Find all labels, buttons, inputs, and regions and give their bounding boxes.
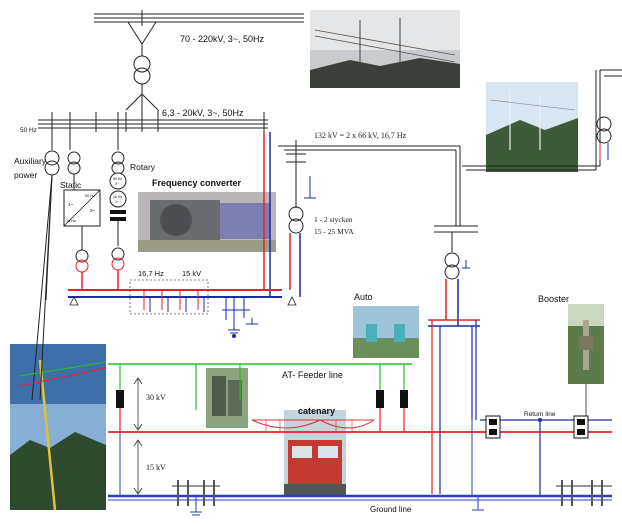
- ground-line-label: Ground line: [370, 505, 412, 514]
- static-box-text-c: 50 Hz: [85, 194, 95, 198]
- return-line-label: Return line: [524, 411, 556, 418]
- rotary-bot-text-b: 1~: [115, 200, 119, 204]
- photo-132kv-line: [486, 82, 578, 172]
- rotary-motor-circle: [109, 172, 127, 190]
- static-converter-branch: [63, 132, 101, 273]
- frequency-converter-label: Frequency converter: [152, 178, 242, 188]
- bus-16-7hz: [68, 279, 297, 315]
- at-feeder-line-label: AT- Feeder line: [282, 370, 343, 380]
- transformer-rating-label: 15 - 25 MVA: [314, 227, 354, 236]
- return-line: [480, 384, 612, 496]
- photo-at-substation: [206, 368, 248, 428]
- rotary-top-text-a: 50 Hz: [113, 177, 122, 181]
- static-box-text-a: 1~: [68, 202, 74, 207]
- auxiliary-label-line1: Auxiliary: [14, 156, 47, 166]
- line-132kv-label: 132 kV = 2 x 66 kV, 16,7 Hz: [314, 131, 407, 140]
- rail-sleepers: [172, 480, 612, 506]
- rotary-label: Rotary: [130, 162, 156, 172]
- hv-grid-label: 70 - 220kV, 3~, 50Hz: [180, 34, 264, 44]
- bus-16-7hz-label: 16,7 Hz: [138, 269, 164, 278]
- at-substation-transformer: [428, 225, 480, 494]
- freq-50hz-label: 50 Hz: [20, 127, 37, 134]
- auxiliary-power-branch: [31, 132, 60, 401]
- line-132kv: [278, 70, 601, 297]
- mv-grid-label: 6,3 - 20kV, 3~, 50Hz: [162, 108, 244, 118]
- photo-booster: [568, 304, 604, 384]
- voltage-30kv-label: 30 kV: [146, 393, 166, 402]
- photo-overhead-mast: [10, 344, 106, 511]
- static-label: Static: [60, 180, 82, 190]
- photo-frequency-converter: [138, 192, 276, 252]
- photo-auto-transformer: [353, 306, 419, 358]
- auxiliary-label-line2: power: [14, 170, 37, 180]
- voltage-arrows: [133, 377, 143, 495]
- catenary-label: catenary: [298, 406, 335, 416]
- photo-train: [284, 410, 346, 495]
- rotary-bot-text-a: 16 Hz: [113, 195, 122, 199]
- rotary-top-text-b: 3~: [115, 182, 119, 186]
- rotary-generator-circle: [109, 190, 127, 208]
- mv-busbar: [38, 110, 268, 132]
- booster-label: Booster: [538, 294, 569, 304]
- rotary-converter-branch: [109, 132, 127, 271]
- voltage-15kv-label: 15 kV: [146, 463, 166, 472]
- transformer-count-label: 1 - 2 stycken: [314, 215, 353, 224]
- main-transformer: [125, 55, 159, 111]
- remote-transformer: [596, 69, 622, 160]
- at-feeder-line: [19, 361, 412, 410]
- hv-busbar: [94, 10, 304, 56]
- static-box-text-d: 16 Hz: [66, 219, 76, 223]
- photo-hv-towers: [310, 10, 460, 88]
- converter-feeds: [81, 132, 271, 296]
- static-box-text-b: 3~: [90, 208, 96, 213]
- ground-symbols-bus: [222, 297, 258, 338]
- at-breakers: [116, 390, 408, 408]
- ground-line: [108, 420, 612, 516]
- auto-label: Auto: [354, 292, 373, 302]
- bus-15kv-label: 15 kV: [182, 269, 201, 278]
